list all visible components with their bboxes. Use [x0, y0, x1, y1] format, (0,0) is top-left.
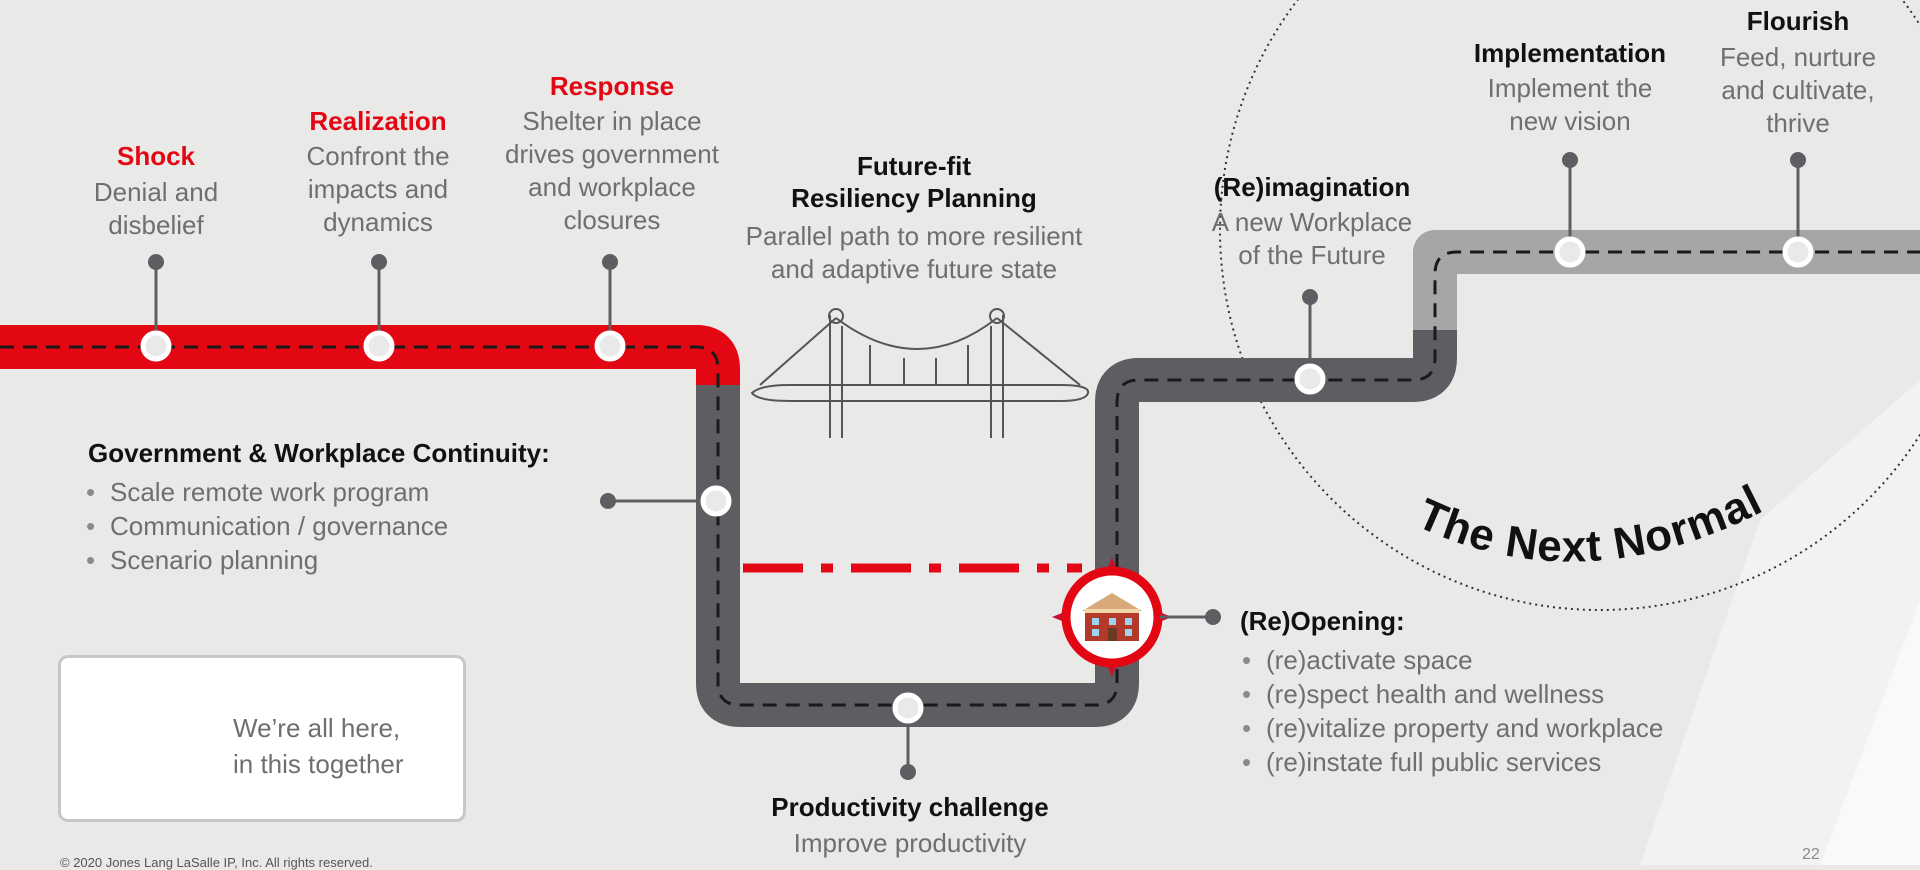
productivity-desc: Improve productivity [793, 828, 1027, 858]
pin-dot-implementation [1562, 152, 1578, 168]
stage-reimagination: (Re)imagination A new Workplace of the F… [1182, 172, 1442, 272]
together-card: We’re all here, in this together [58, 655, 466, 822]
pin-dot-continuity [600, 493, 616, 509]
stage-marker-flourish [1782, 236, 1814, 268]
stage-response-desc-1: Shelter in place [522, 106, 702, 136]
stage-implementation-desc-1: Implement the [1487, 73, 1653, 103]
stage-flourish: Flourish Feed, nurture and cultivate, th… [1688, 6, 1908, 140]
brush-texture [1640, 380, 1920, 865]
stage-response-desc-2: drives government [505, 139, 719, 169]
stage-reimagination-desc-2: of the Future [1238, 240, 1386, 270]
stage-reimagination-title: (Re)imagination [1213, 172, 1411, 202]
stage-realization-desc-3: dynamics [323, 207, 433, 237]
road-light-segment [1413, 230, 1920, 335]
productivity-title: Productivity challenge [771, 792, 1049, 822]
stage-reimagination-desc-1: A new Workplace [1211, 207, 1413, 237]
stage-implementation-desc-2: new vision [1509, 106, 1631, 136]
stage-response-desc-4: closures [563, 205, 661, 235]
stage-marker-reimagination [1294, 363, 1326, 395]
bridge-icon [750, 308, 1090, 438]
reopening-bullet: (re)spect health and wellness [1240, 677, 1663, 711]
together-line-2: in this together [233, 749, 404, 779]
stage-flourish-desc-2: and cultivate, [1721, 75, 1875, 105]
stage-marker-realization [363, 330, 395, 362]
continuity-bullets: Scale remote work program Communication … [84, 475, 448, 577]
continuity-bullet: Communication / governance [84, 509, 448, 543]
continuity-title: Government & Workplace Continuity: [88, 438, 550, 468]
stage-implementation: Implementation Implement the new vision [1440, 38, 1700, 138]
stage-flourish-desc-1: Feed, nurture [1719, 42, 1877, 72]
stage-response: Response Shelter in place drives governm… [492, 71, 732, 237]
stage-future-fit: Future-fit Resiliency Planning Parallel … [714, 150, 1114, 286]
stage-flourish-title: Flourish [1746, 6, 1850, 36]
together-text: We’re all here, in this together [233, 710, 404, 782]
road-center-dashes [0, 250, 1920, 707]
stage-response-title: Response [549, 71, 675, 101]
stage-marker-implementation [1554, 236, 1586, 268]
stage-marker-productivity [892, 692, 924, 724]
stage-realization: Realization Confront the impacts and dyn… [278, 106, 478, 239]
reopening-bullet: (re)activate space [1240, 643, 1663, 677]
stage-future-fit-title-1: Future-fit [856, 151, 972, 181]
productivity-block: Productivity challenge Improve productiv… [710, 792, 1110, 860]
continuity-bullet: Scale remote work program [84, 475, 448, 509]
together-line-1: We’re all here, [233, 713, 401, 743]
next-normal-label: The Next Normal [1411, 475, 1770, 571]
stage-shock-title: Shock [116, 141, 196, 171]
pin-dot-shock [148, 254, 164, 270]
pin-dot-productivity [900, 764, 916, 780]
stage-future-fit-desc-1: Parallel path to more resilient [745, 221, 1083, 251]
copyright-footer: © 2020 Jones Lang LaSalle IP, Inc. All r… [60, 855, 373, 870]
stage-realization-desc-1: Confront the [306, 141, 450, 171]
stage-marker-response [594, 330, 626, 362]
stage-shock-desc-2: disbelief [108, 210, 204, 240]
page-number: 22 [1802, 846, 1820, 863]
continuity-bullet: Scenario planning [84, 543, 448, 577]
stage-future-fit-title-2: Resiliency Planning [791, 183, 1037, 213]
reopening-bullets: (re)activate space (re)spect health and … [1240, 643, 1663, 779]
stage-response-desc-3: and workplace [528, 172, 696, 202]
stage-marker-continuity [700, 485, 732, 517]
pin-dot-reimagination [1302, 289, 1318, 305]
reopening-bullet: (re)instate full public services [1240, 745, 1663, 779]
building-compass-icon-road [1052, 557, 1172, 677]
stage-future-fit-desc-2: and adaptive future state [770, 254, 1058, 284]
stage-realization-desc-2: impacts and [307, 174, 449, 204]
reopening-bullet: (re)vitalize property and workplace [1240, 711, 1663, 745]
pin-dot-realization [371, 254, 387, 270]
stage-shock: Shock Denial and disbelief [56, 141, 256, 242]
reopening-title: (Re)Opening: [1240, 606, 1405, 636]
pin-dot-flourish [1790, 152, 1806, 168]
brush-texture-2 [1820, 600, 1920, 865]
stage-realization-title: Realization [309, 106, 447, 136]
stage-flourish-desc-3: thrive [1766, 108, 1830, 138]
stage-shock-desc-1: Denial and [93, 177, 219, 207]
pin-dot-response [602, 254, 618, 270]
stage-implementation-title: Implementation [1473, 38, 1667, 68]
pin-dot-reopening [1205, 609, 1221, 625]
stage-marker-shock [140, 330, 172, 362]
